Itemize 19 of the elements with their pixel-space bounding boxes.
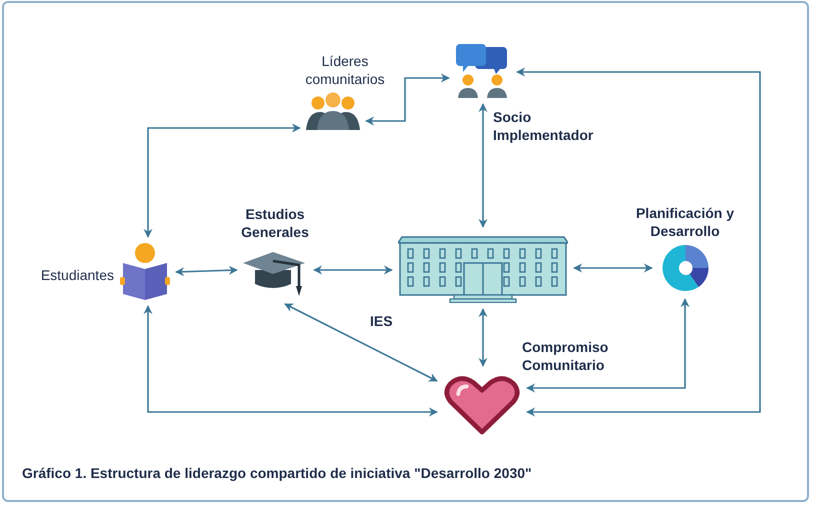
arrow <box>144 305 438 416</box>
arrow <box>365 74 450 126</box>
node-label: Socio Implementador <box>493 108 594 144</box>
node-label: Compromiso Comunitario <box>522 338 610 374</box>
node-label: Planificación y Desarrollo <box>634 204 736 240</box>
arrow <box>573 264 653 272</box>
node-label: Líderes comunitarios <box>304 52 386 88</box>
arrow <box>478 308 488 367</box>
node-label: Estudiantes <box>40 266 114 284</box>
arrow <box>144 124 301 238</box>
caption: Gráfico 1. Estructura de liderazgo compartido de iniciativa "Desarrollo 2030" <box>22 465 532 481</box>
arrow <box>516 68 761 416</box>
node-label: Estudios Generales <box>240 205 310 241</box>
arrow <box>478 103 488 228</box>
arrow <box>284 303 438 382</box>
node-label: IES <box>370 312 394 330</box>
arrow <box>526 298 690 392</box>
arrow <box>175 266 238 276</box>
arrow <box>313 266 393 274</box>
